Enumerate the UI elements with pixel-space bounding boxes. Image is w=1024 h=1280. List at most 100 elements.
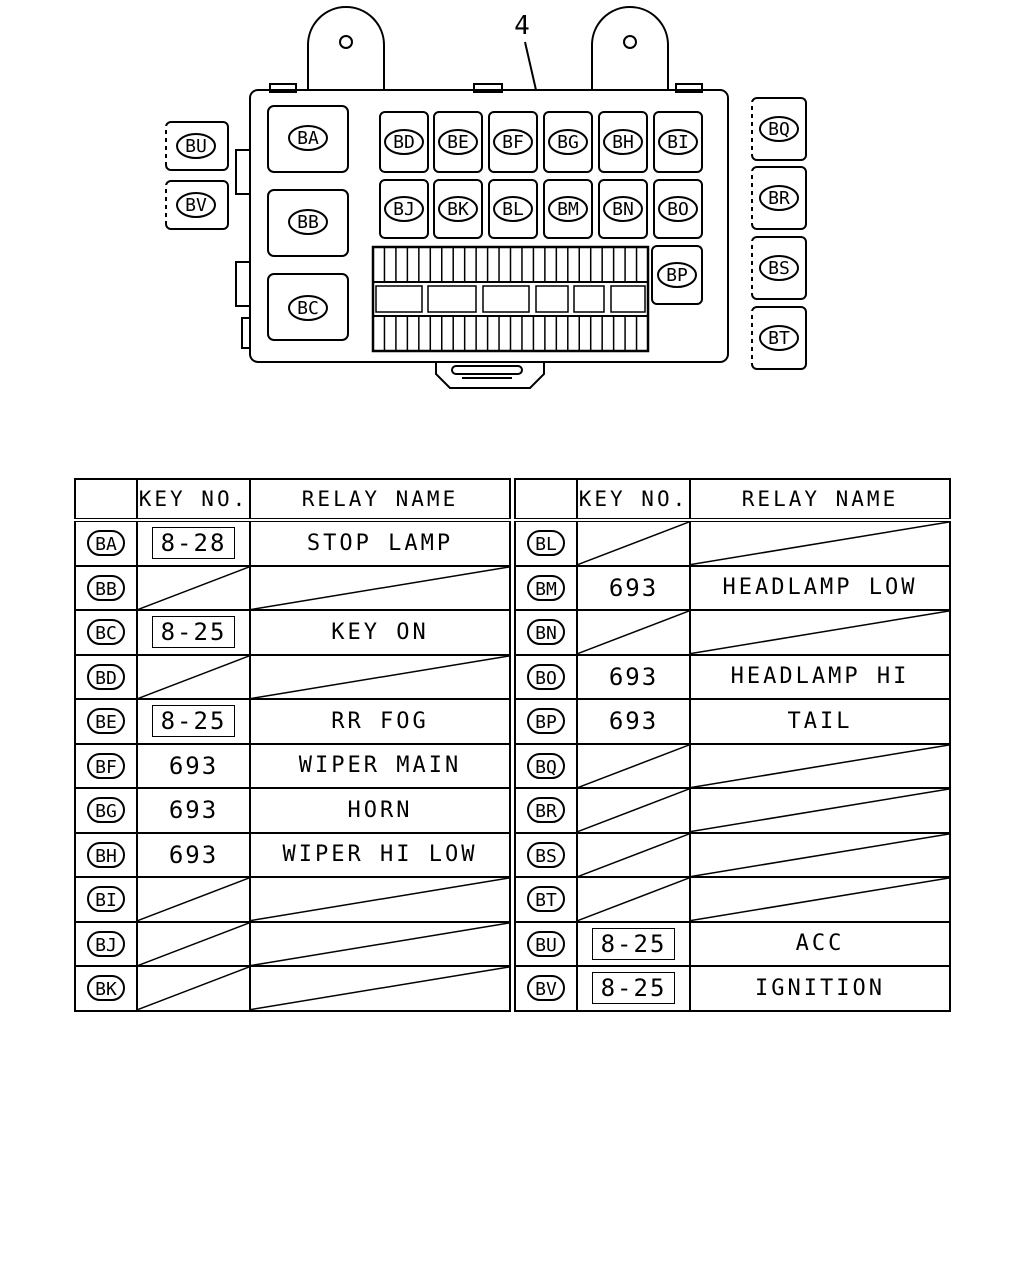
relay-code: BT [527, 886, 565, 913]
key-number: 8-25 [151, 616, 236, 649]
relay-code: BE [87, 708, 125, 735]
relay-slot-bf [488, 111, 538, 173]
relay-bj-label: BJ [393, 199, 415, 220]
key-number: 693 [168, 840, 219, 869]
relay-bu-label: BU [185, 136, 207, 157]
relay-slot-bd [379, 111, 429, 173]
relay-slot-be [433, 111, 483, 173]
relay-bk-label: BK [447, 199, 469, 220]
empty-cell-slash [251, 656, 509, 699]
relay-bi-oval [658, 129, 698, 155]
header-relay-name: RELAY NAME [689, 478, 951, 522]
table-row: BO 693 HEADLAMP HI [514, 653, 951, 700]
relay-code: BN [527, 619, 565, 646]
key-number: 693 [608, 662, 659, 691]
relay-name: HEADLAMP HI [730, 664, 910, 690]
relay-code: BR [527, 797, 565, 824]
relay-bs-oval [759, 255, 799, 281]
relay-code: BD [87, 663, 125, 690]
empty-cell-slash [251, 567, 509, 610]
relay-name: ACC [795, 931, 845, 957]
relay-bl-oval [493, 196, 533, 222]
key-number: 693 [168, 751, 219, 780]
relay-code: BC [87, 619, 125, 646]
relay-bj-oval [384, 196, 424, 222]
table-row: BK [74, 965, 511, 1012]
empty-cell-slash [578, 611, 689, 654]
relay-bo-label: BO [667, 199, 689, 220]
empty-cell-slash [251, 923, 509, 966]
relay-bq-label: BQ [768, 119, 790, 140]
empty-cell-slash [138, 878, 249, 921]
relay-slot-bp [651, 245, 703, 305]
key-number: 8-25 [591, 972, 676, 1005]
relay-name: HEADLAMP LOW [722, 575, 918, 601]
table-row: BI [74, 876, 511, 923]
empty-cell-slash [691, 611, 949, 654]
relay-code: BH [87, 841, 125, 868]
empty-cell-slash [138, 967, 249, 1010]
relay-code: BB [87, 574, 125, 601]
relay-code: BI [87, 886, 125, 913]
relay-bb-oval [288, 209, 328, 235]
table-row: BE 8-25 RR FOG [74, 698, 511, 745]
relay-code: BA [87, 530, 125, 557]
empty-cell-slash [691, 745, 949, 788]
relay-name: WIPER MAIN [298, 753, 462, 779]
relay-bp-label: BP [666, 265, 688, 286]
relay-slot-bn [598, 179, 648, 239]
relay-name: HORN [347, 797, 413, 823]
key-number: 693 [168, 796, 219, 825]
relay-slot-bk [433, 179, 483, 239]
relay-name: STOP LAMP [306, 530, 454, 556]
empty-cell-slash [578, 522, 689, 565]
relay-slot-bj [379, 179, 429, 239]
empty-cell-slash [691, 834, 949, 877]
relay-bl-label: BL [502, 199, 524, 220]
empty-cell-slash [578, 878, 689, 921]
relay-bf-oval [493, 129, 533, 155]
table-row: BR [514, 787, 951, 834]
relay-bv-oval [176, 192, 216, 218]
relay-code: BV [527, 975, 565, 1002]
relay-slot-bh [598, 111, 648, 173]
relay-be-label: BE [447, 132, 469, 153]
key-number: 8-25 [591, 927, 676, 960]
empty-cell-slash [578, 745, 689, 788]
relay-bh-oval [603, 129, 643, 155]
empty-cell-slash [138, 923, 249, 966]
relay-bq-oval [759, 116, 799, 142]
relay-bu-oval [176, 133, 216, 159]
relay-bp-oval [657, 262, 697, 288]
relay-bt-oval [759, 325, 799, 351]
table-row: BL [514, 519, 951, 567]
table-row: BU 8-25 ACC [514, 920, 951, 967]
relay-code: BQ [527, 752, 565, 779]
relay-bs-label: BS [768, 258, 790, 279]
relay-bh-label: BH [612, 132, 634, 153]
relay-bc-oval [288, 295, 328, 321]
relay-slot-bg [543, 111, 593, 173]
relay-bn-oval [603, 196, 643, 222]
empty-cell-slash [251, 967, 509, 1010]
relay-code: BO [527, 663, 565, 690]
relay-bf-label: BF [502, 132, 524, 153]
relay-bo-oval [658, 196, 698, 222]
relay-code: BU [527, 930, 565, 957]
relay-name: RR FOG [331, 708, 429, 734]
relay-br-oval [759, 185, 799, 211]
empty-cell-slash [691, 522, 949, 565]
key-number: 8-25 [151, 705, 236, 738]
relay-ba-label: BA [297, 128, 319, 149]
relay-slot-bl [488, 179, 538, 239]
key-number: 693 [608, 707, 659, 736]
relay-bt-label: BT [768, 328, 790, 349]
relay-slot-bi [653, 111, 703, 173]
table-row: BQ [514, 742, 951, 789]
